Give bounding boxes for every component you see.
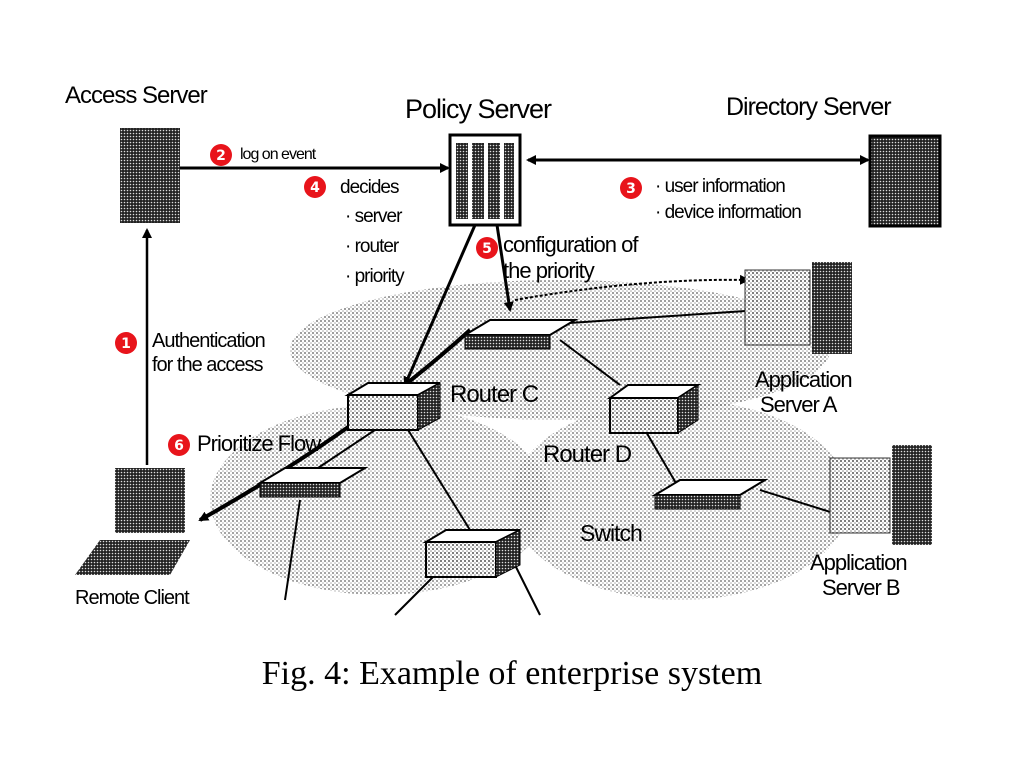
switch-right-icon bbox=[651, 479, 769, 510]
step-badge-number: 4 bbox=[310, 180, 320, 196]
label-router-c: Router C bbox=[450, 381, 539, 408]
app-server-a-icon bbox=[744, 262, 852, 354]
step-2-line1: log on event bbox=[240, 146, 317, 163]
step-4: 4 decides · server · router · priority bbox=[304, 176, 406, 287]
connections bbox=[142, 155, 870, 616]
step-badge-number: 1 bbox=[121, 336, 131, 352]
step-5: 5 configuration of the priority bbox=[476, 232, 640, 283]
step-3-line2: · device information bbox=[655, 202, 801, 223]
link-policy-to-router-c bbox=[403, 224, 477, 387]
step-badge-number: 2 bbox=[216, 148, 226, 164]
label-app-server-a-line1: Application bbox=[755, 367, 852, 392]
label-app-server-b-line1: Application bbox=[810, 550, 907, 575]
label-app-server-b-line2: Server B bbox=[822, 575, 900, 600]
step-4-line1: decides bbox=[340, 177, 399, 198]
step-1: 1 Authentication for the access bbox=[115, 330, 266, 376]
priority-flow-to-app-a bbox=[514, 274, 750, 301]
router-bottom-icon bbox=[422, 529, 521, 578]
step-2: 2 log on event bbox=[210, 144, 318, 166]
step-3: 3 · user information · device informatio… bbox=[620, 176, 802, 223]
step-badge-number: 3 bbox=[626, 181, 636, 197]
label-policy-server: Policy Server bbox=[405, 94, 552, 124]
step-5-line1: configuration of bbox=[503, 232, 639, 257]
step-badge bbox=[210, 144, 232, 166]
access-server-icon bbox=[120, 128, 180, 223]
step-badge bbox=[115, 332, 137, 354]
label-remote-client: Remote Client bbox=[75, 587, 190, 609]
directory-server-icon bbox=[868, 134, 942, 228]
label-access-server: Access Server bbox=[65, 82, 208, 109]
step-badge-number: 5 bbox=[482, 241, 492, 257]
label-app-server-a-line2: Server A bbox=[760, 392, 838, 417]
remote-client-laptop-icon bbox=[75, 468, 190, 575]
step-6-line1: Prioritize Flow bbox=[197, 431, 321, 456]
step-badge-number: 6 bbox=[174, 438, 184, 454]
step-badge bbox=[304, 176, 326, 198]
step-3-line1: · user information bbox=[655, 176, 785, 197]
step-badge bbox=[620, 177, 642, 199]
step-4-line4: · priority bbox=[345, 266, 405, 287]
switch-left-icon bbox=[256, 467, 369, 498]
switch-top-icon bbox=[461, 319, 579, 350]
step-6: 6 Prioritize Flow bbox=[168, 431, 322, 456]
label-switch: Switch bbox=[580, 520, 642, 546]
step-badge bbox=[168, 434, 190, 456]
link-policy-to-switch-top bbox=[495, 224, 514, 312]
label-router-d: Router D bbox=[543, 441, 632, 468]
step-4-line3: · router bbox=[345, 236, 400, 257]
figure-caption: Fig. 4: Example of enterprise system bbox=[261, 655, 763, 692]
step-1-line1: Authentication bbox=[152, 330, 265, 352]
router-c-icon bbox=[344, 382, 441, 431]
step-badge bbox=[476, 237, 498, 259]
app-server-b-icon bbox=[829, 445, 932, 545]
step-1-line2: for the access bbox=[152, 354, 264, 376]
router-d-icon bbox=[606, 384, 702, 434]
policy-server-icon bbox=[448, 133, 522, 227]
step-4-line2: · server bbox=[345, 206, 403, 227]
label-directory-server: Directory Server bbox=[726, 93, 891, 121]
step-5-line2: the priority bbox=[503, 258, 595, 283]
